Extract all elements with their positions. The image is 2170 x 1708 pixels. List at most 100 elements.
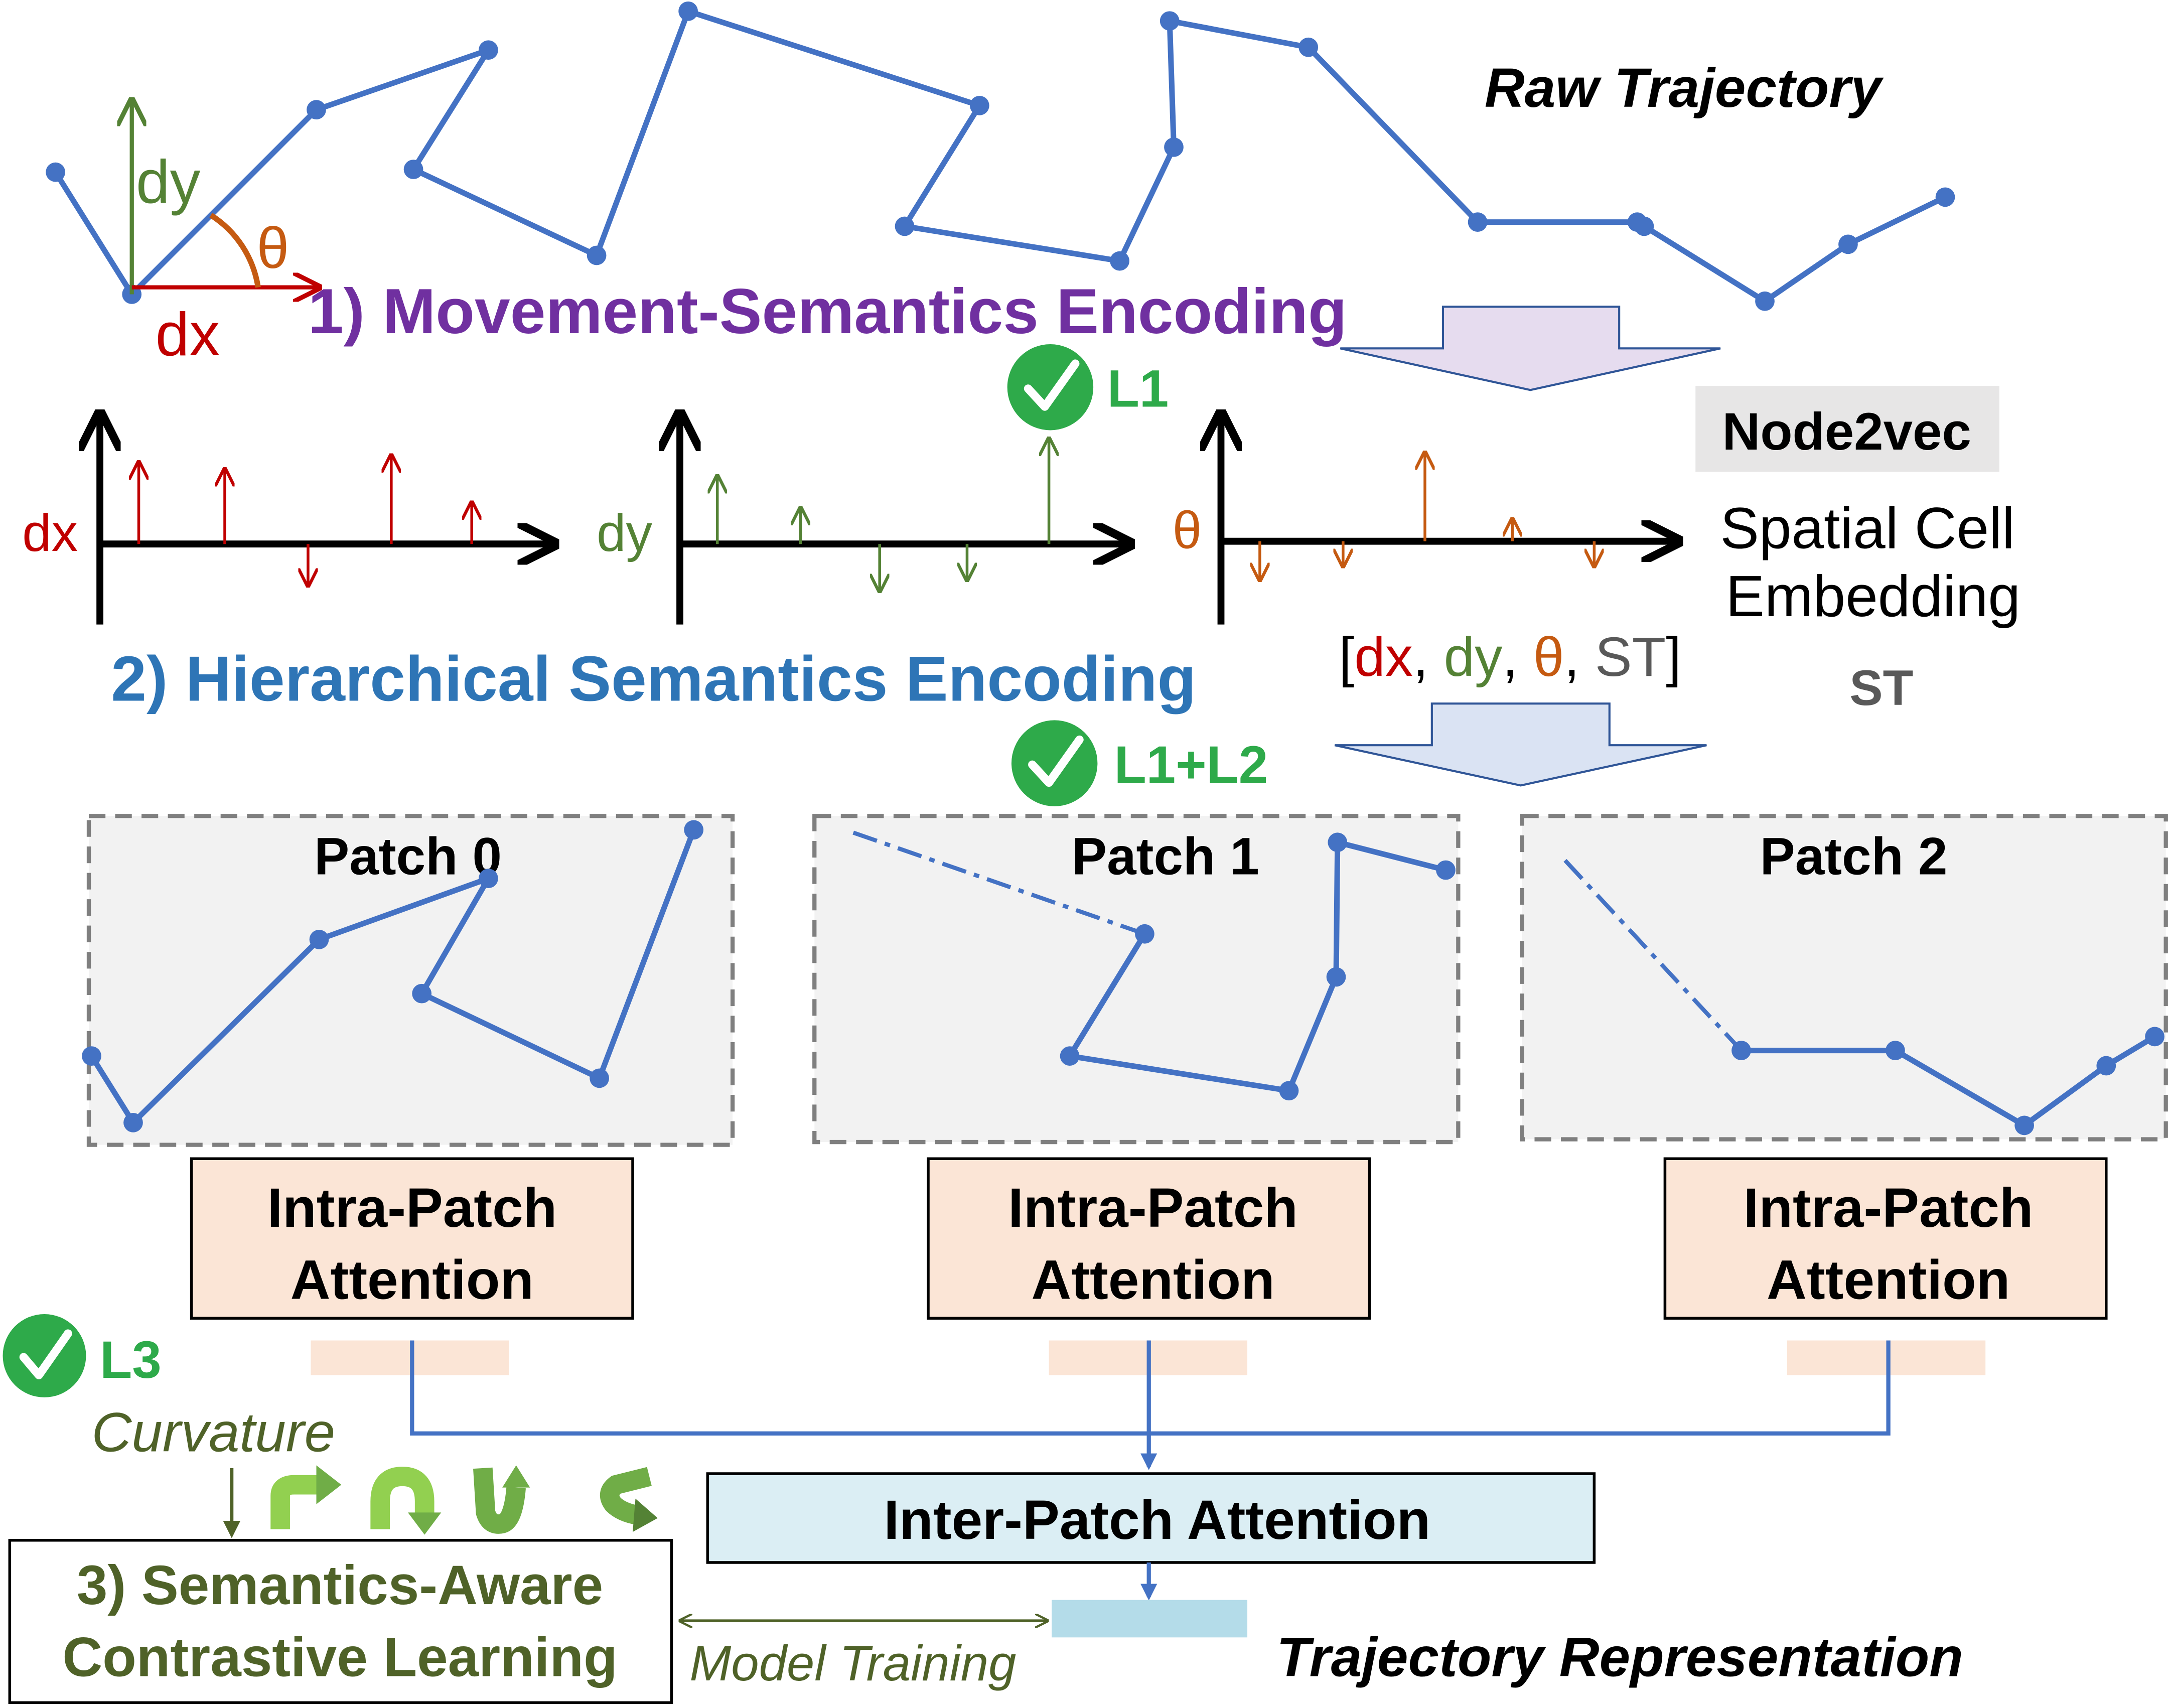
s-turn-icon [600,1467,652,1525]
intra-attention-line2: Attention [291,1249,534,1311]
trajectory-point [1298,37,1319,57]
patch-2: Patch 2 [1520,814,2168,1142]
l3-check-badge: L3 [3,1314,162,1397]
vector-open-bracket: [ [1339,626,1355,688]
patch-1: Patch 1 [812,814,1461,1145]
l1l2-label: L1+L2 [1114,736,1268,794]
stage1-flow-arrow [1340,306,1721,391]
patch-1-incoming-link [852,830,1145,936]
trajectory-point [1755,291,1775,311]
patch-0-frame [86,814,735,1147]
s-turn-arrowhead [632,1498,658,1532]
u-turn-arrowhead [408,1512,442,1535]
patch-2-incoming-link [1563,859,1743,1052]
trajectory-point [46,162,65,182]
patch-2-title: Patch 2 [1760,827,1948,886]
u-shape-icon [473,1467,526,1534]
patch-aggregation-connectors [410,1340,1891,1470]
node2vec-badge-bg [1695,385,1999,472]
check-icon [3,1314,86,1397]
trajectory-point [1164,137,1184,157]
patch-1-title: Patch 1 [1072,827,1259,886]
l1-check-badge: L1 [1007,344,1169,431]
raw-trajectory-title: Raw Trajectory [1485,57,1884,119]
intra-attention-line1: Intra-Patch [1008,1177,1298,1239]
trajectory-point [479,40,498,60]
u-shape-arrowhead [502,1465,530,1488]
patch-1-segment [1067,839,1446,1094]
vector-sep: , [1502,626,1533,688]
dx-label: dx [156,300,220,368]
intra-attention-line2: Attention [1031,1249,1274,1311]
right-turn-icon [270,1475,317,1529]
trajectory-point [678,1,698,21]
l1l2-check-badge: L1+L2 [1011,720,1268,806]
dy-signal-plot: dy [597,413,1131,625]
trajectory-point [1935,187,1955,207]
trajectory-point [403,160,423,179]
trajectory-point [1634,216,1654,236]
trajectory-point [1160,11,1180,31]
feature-vector: [dx, dy, θ, ST] [1339,626,1681,688]
curvature-shape-icons [270,1465,658,1535]
vector-dx: dx [1354,626,1413,688]
node2vec-badge: Node2vec [1722,402,1971,461]
trajectory-point [307,100,326,120]
u-turn-icon [370,1467,435,1529]
vector-st: ST [1595,626,1666,688]
st-label: ST [1849,660,1913,716]
vector-theta: θ [1533,626,1564,688]
inter-patch-attention-box [706,1472,1596,1564]
vector-sep: , [1564,626,1595,688]
right-turn-arrowhead [316,1465,342,1504]
dx-axis-label: dx [22,504,78,562]
inter-patch-attention-label: Inter-Patch Attention [884,1489,1430,1551]
raw-trajectory: dy dx θ Raw Trajectory [46,1,1955,368]
trajectory-point [587,245,607,265]
patch-1-frame [812,814,1461,1145]
trajectory-representation-token [1052,1600,1248,1638]
vector-dy: dy [1444,626,1503,688]
trajectory-point [969,96,989,115]
patch-0: Patch 0 [82,814,735,1147]
stage2-flow-arrow [1334,702,1707,787]
theta-angle-arc [209,213,261,288]
trajectory-point [895,216,915,236]
stage2-title: 2) Hierarchical Semantics Encoding [111,643,1196,715]
stage3-title-line1: 3) Semantics-Aware [77,1554,603,1616]
dy-label: dy [136,148,201,216]
intra-patch-attention-0: Intra-Patch Attention [190,1157,634,1375]
l1-label: L1 [1107,359,1169,418]
intra-patch-attention-1: Intra-Patch Attention [927,1157,1371,1375]
embedding-label: Embedding [1725,563,2020,629]
raw-trajectory-points [46,1,1955,311]
check-icon [1007,344,1094,431]
stage3-title-line2: Contrastive Learning [62,1627,617,1688]
theta-label: θ [257,215,290,280]
dx-signal-plot: dx [22,413,555,625]
intra-attention-line1: Intra-Patch [267,1177,557,1239]
model-training-label: Model Training [689,1636,1016,1691]
patch-0-title: Patch 0 [314,827,502,886]
curvature-label: Curvature [92,1402,336,1464]
intra-attention-line1: Intra-Patch [1744,1177,2034,1239]
check-icon [1011,720,1098,806]
trajectory-point [1468,212,1488,232]
vector-close-bracket: ] [1666,626,1681,688]
trajectory-point [1110,251,1129,271]
trajectory-representation-label: Trajectory Representation [1276,1627,1963,1688]
vector-sep: , [1413,626,1443,688]
contrastive-learning-box [8,1538,673,1704]
trajectory-point [1838,234,1858,254]
theta-axis-label: θ [1173,501,1202,560]
intra-patch-attention-2: Intra-Patch Attention [1663,1157,2108,1375]
theta-signal-plot: θ [1173,413,1679,625]
patch-2-frame [1520,814,2168,1142]
dy-axis-label: dy [597,504,652,562]
raw-trajectory-line [53,8,1947,304]
intra-attention-line2: Attention [1767,1249,2010,1311]
l3-label: L3 [100,1331,162,1389]
stage1-title: 1) Movement-Semantics Encoding [308,275,1347,347]
